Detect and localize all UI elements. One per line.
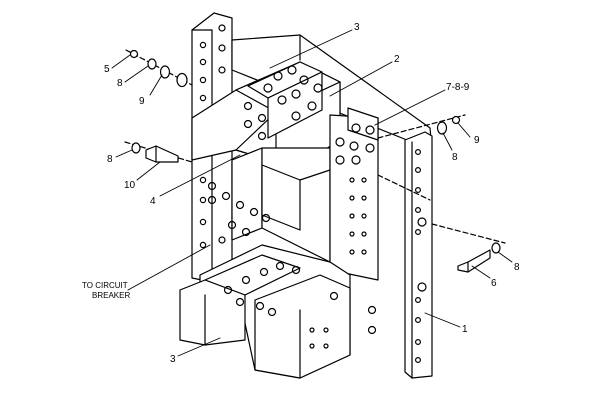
left-bolt-hardware xyxy=(124,141,193,163)
callout-7-8-9: 7-8-9 xyxy=(446,82,470,93)
note-to-circuit: TO CIRCUIT xyxy=(82,281,128,290)
leader-lines xyxy=(111,29,513,357)
callout-5: 5 xyxy=(104,64,110,75)
alignment-line xyxy=(377,174,431,201)
right-top-hardware xyxy=(377,114,466,139)
right-bolt-hardware xyxy=(431,223,506,273)
callout-2: 2 xyxy=(394,54,400,65)
callout-9-left: 9 xyxy=(139,96,145,107)
note-breaker: BREAKER xyxy=(92,291,130,300)
callout-3-bottom: 3 xyxy=(170,354,176,365)
callout-3-top: 3 xyxy=(354,22,360,33)
callout-8-right-mid: 8 xyxy=(452,152,458,163)
callout-8-left-top: 8 xyxy=(117,78,123,89)
callout-8-right-low: 8 xyxy=(514,262,520,273)
callout-labels: 1 2 3 3 4 5 6 7-8-9 8 8 8 8 9 9 10 TO CI… xyxy=(82,22,520,365)
middle-u-bracket xyxy=(207,147,351,263)
callout-9-right: 9 xyxy=(474,135,480,146)
callout-10: 10 xyxy=(124,180,136,191)
lower-bus-bar-assembly xyxy=(179,244,377,379)
right-bus-bar xyxy=(329,107,379,281)
left-top-hardware xyxy=(125,49,193,88)
callout-1: 1 xyxy=(462,324,468,335)
callout-4: 4 xyxy=(150,196,156,207)
callout-6: 6 xyxy=(491,278,497,289)
right-mounting-plate xyxy=(404,131,433,379)
callout-8-left-mid: 8 xyxy=(107,154,113,165)
upper-bus-bar-assembly xyxy=(191,61,341,169)
